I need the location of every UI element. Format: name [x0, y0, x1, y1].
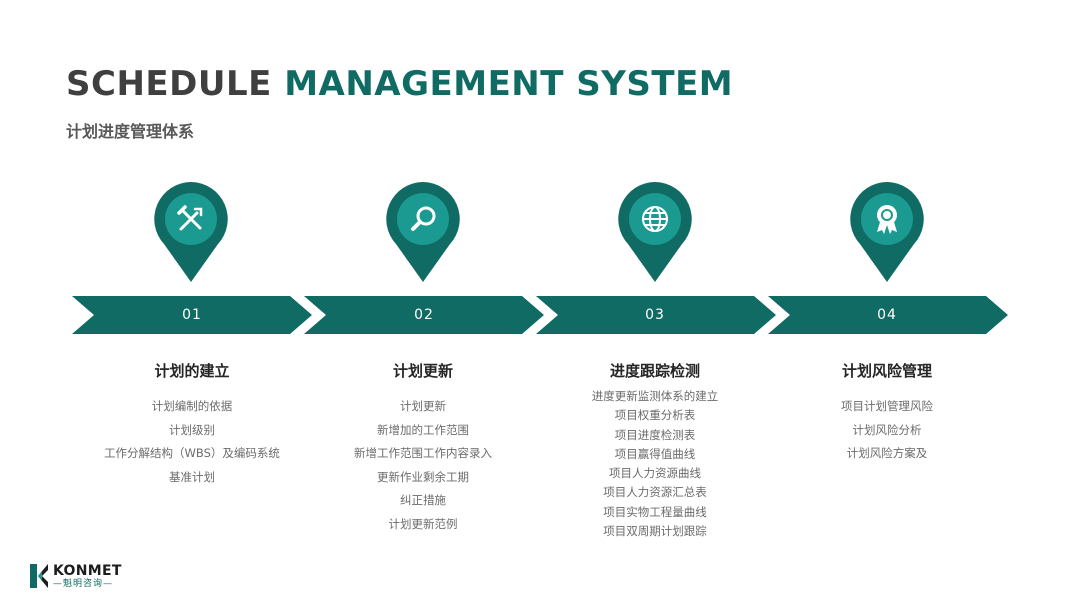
step-3-list: 进度更新监测体系的建立 项目权重分析表 项目进度检测表 项目赢得值曲线 项目人力… [540, 387, 770, 541]
logo-subtitle: —魁明咨询— [53, 578, 114, 589]
title-part-1: SCHEDULE [66, 64, 272, 104]
list-item: 计划风险分析 [852, 422, 922, 437]
step-3-pin [616, 180, 694, 284]
arrow-segment-4 [768, 296, 1008, 334]
step-3-column: 进度跟踪检测 进度更新监测体系的建立 项目权重分析表 项目进度检测表 项目赢得值… [540, 360, 770, 541]
page-subtitle: 计划进度管理体系 [66, 122, 195, 141]
list-item: 工作分解结构（WBS）及编码系统 [104, 446, 280, 460]
step-1-list: 计划编制的依据 计划级别 工作分解结构（WBS）及编码系统 基准计划 [77, 395, 307, 489]
globe-icon [642, 206, 668, 232]
list-item: 项目进度检测表 [614, 427, 696, 442]
step-1-column: 计划的建立 计划编制的依据 计划级别 工作分解结构（WBS）及编码系统 基准计划 [77, 360, 307, 489]
title-part-2: MANAGEMENT SYSTEM [284, 64, 734, 104]
step-1-title: 计划的建立 [154, 362, 230, 380]
step-4-number: 04 [877, 307, 897, 323]
logo-name: KONMET [53, 562, 122, 579]
list-item: 计划更新 [400, 399, 446, 413]
step-1-pin [152, 180, 230, 284]
step-2-column: 计划更新 计划更新 新增加的工作范围 新增工作范围工作内容录入 更新作业剩余工期… [308, 360, 538, 536]
list-item: 项目实物工程量曲线 [603, 504, 707, 519]
list-item: 项目权重分析表 [614, 408, 696, 423]
step-3-title: 进度跟踪检测 [609, 362, 700, 380]
arrow-band [72, 296, 1008, 334]
list-item: 更新作业剩余工期 [377, 469, 469, 484]
arrow-segment-3 [536, 296, 776, 334]
step-4-list: 项目计划管理风险 计划风险分析 计划风险方案及 [772, 395, 1002, 466]
step-4-pin [848, 180, 926, 284]
step-2-number: 02 [414, 307, 434, 323]
step-4-column: 计划风险管理 项目计划管理风险 计划风险分析 计划风险方案及 [772, 360, 1002, 466]
list-item: 计划更新范例 [388, 516, 458, 531]
step-3-number: 03 [645, 307, 665, 323]
step-2-title: 计划更新 [392, 362, 453, 380]
step-4-title: 计划风险管理 [841, 362, 932, 380]
list-item: 项目计划管理风险 [841, 399, 933, 413]
arrow-segment-2 [304, 296, 544, 334]
step-2-list: 计划更新 新增加的工作范围 新增工作范围工作内容录入 更新作业剩余工期 纠正措施… [308, 395, 538, 536]
list-item: 项目人力资源曲线 [609, 466, 701, 481]
list-item: 计划编制的依据 [151, 399, 233, 413]
list-item: 新增加的工作范围 [377, 422, 469, 437]
konmet-logo-mark [30, 564, 48, 588]
list-item: 项目人力资源汇总表 [603, 485, 707, 500]
step-1-number: 01 [182, 307, 202, 323]
step-2-pin [384, 180, 462, 284]
list-item: 基准计划 [169, 469, 215, 484]
arrow-segment-1 [72, 296, 312, 334]
list-item: 项目双周期计划跟踪 [603, 524, 707, 539]
list-item: 进度更新监测体系的建立 [591, 389, 719, 403]
award-icon [877, 205, 897, 234]
list-item: 纠正措施 [400, 493, 446, 507]
page-title: SCHEDULE MANAGEMENT SYSTEM [66, 62, 733, 106]
list-item: 新增工作范围工作内容录入 [354, 446, 492, 460]
list-item: 计划风险方案及 [846, 446, 928, 460]
tools-icon [177, 205, 203, 231]
list-item: 项目赢得值曲线 [614, 446, 696, 461]
magnifier-icon [411, 206, 436, 231]
list-item: 计划级别 [169, 422, 215, 437]
company-logo: KONMET —魁明咨询— [28, 560, 122, 592]
